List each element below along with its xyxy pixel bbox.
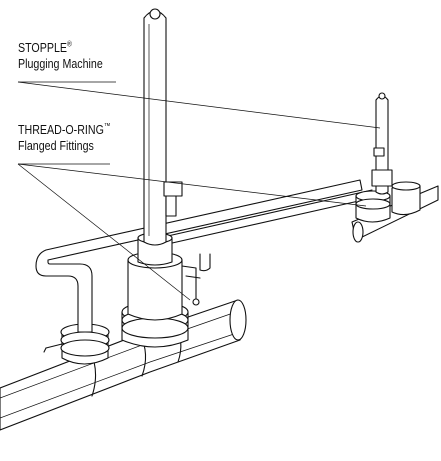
stopple-leader-line-main — [17, 81, 381, 129]
stopple-name: STOPPLE — [18, 40, 67, 55]
bypass-pipe — [35, 179, 373, 333]
trademark-mark: ™ — [103, 121, 111, 131]
thread-o-ring-name: THREAD-O-RING — [18, 122, 104, 137]
main-plugging-machine — [127, 8, 211, 321]
stopple-description: Plugging Machine — [18, 56, 103, 71]
left-fitting — [43, 323, 110, 365]
registered-mark: ® — [66, 39, 72, 49]
stopple-label: STOPPLE® Plugging Machine — [18, 40, 103, 72]
distant-pipeline — [351, 92, 439, 243]
thread-leader-line-main — [17, 163, 191, 301]
thread-o-ring-description: Flanged Fittings — [18, 138, 94, 153]
leader-lines — [17, 81, 381, 301]
thread-o-ring-label: THREAD-O-RING™ Flanged Fittings — [18, 122, 110, 154]
thread-leader-line-distant — [17, 163, 367, 207]
